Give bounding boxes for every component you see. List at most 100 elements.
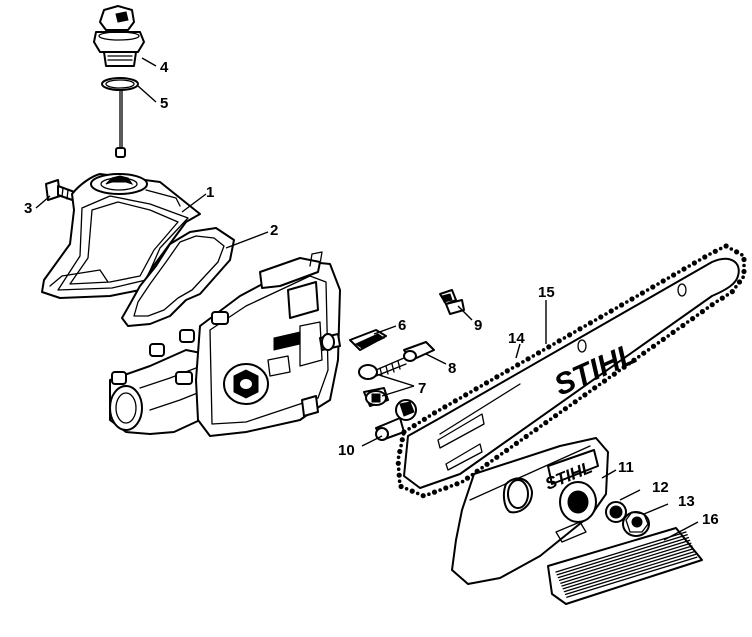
chain-link (396, 455, 401, 460)
chain-link (740, 253, 744, 257)
chain-link (552, 342, 556, 346)
callout-1: 1 (206, 184, 214, 201)
chain-link (431, 410, 438, 416)
chain-link (592, 385, 598, 391)
chain-link (627, 361, 631, 366)
chain-link (699, 309, 706, 315)
chain-link (690, 316, 696, 322)
chain-link (702, 254, 708, 260)
chain-link (417, 420, 422, 425)
guard-stripe (557, 536, 690, 579)
chain-link (715, 299, 719, 304)
chain-link (504, 368, 510, 374)
callout-3: 3 (24, 200, 32, 217)
chain-link (396, 472, 402, 478)
chain-link (421, 416, 427, 422)
chain-link (519, 438, 524, 442)
callout-7: 7 (418, 380, 426, 397)
chain-link (646, 348, 651, 352)
guard-stripe (555, 531, 687, 573)
gasket-part-2 (121, 227, 235, 327)
chain-link (666, 334, 670, 338)
callout-labels: 1 2 3 4 5 6 7 8 9 10 11 12 13 14 15 16 (24, 59, 719, 528)
chain-link (578, 396, 582, 401)
chain-link (494, 374, 500, 380)
chain-link (494, 454, 500, 460)
chain-link (729, 247, 734, 251)
chain-link (629, 296, 635, 302)
guard-stripe (556, 534, 688, 576)
guard-stripe (560, 542, 692, 584)
guard-stripe (566, 556, 698, 598)
chain-link (399, 437, 405, 443)
chain-link (442, 404, 448, 410)
chain-link (656, 341, 661, 345)
chain-link (645, 288, 650, 292)
chain-link (671, 272, 677, 278)
tensioner-screw-part-7 (358, 357, 407, 407)
slide-part-8 (403, 341, 435, 362)
oil-cap-part-4 (93, 5, 145, 67)
chain-link (473, 386, 479, 392)
chain-link (553, 413, 559, 419)
chain-link (718, 246, 723, 251)
chain-link (399, 443, 403, 448)
chain-link (725, 293, 730, 297)
chain-link (712, 248, 718, 254)
guard-plate-part-16 (547, 527, 703, 605)
chain-link (515, 362, 521, 368)
chain-link (660, 336, 666, 342)
sprocket-cover-part-11: STIHL (451, 437, 609, 585)
callout-16: 16 (702, 511, 719, 528)
chain-link (504, 447, 510, 453)
chain-link (431, 489, 438, 495)
chain-link (558, 410, 563, 415)
chain-link (631, 357, 637, 363)
guard-stripe (563, 550, 696, 593)
chain-link (736, 279, 743, 285)
chain-link (660, 278, 666, 284)
chain-link (483, 380, 490, 386)
chain-link (449, 484, 454, 488)
chain-link (729, 289, 735, 295)
chain-link (523, 433, 529, 440)
chain-link (397, 479, 402, 484)
chain-link (604, 312, 608, 316)
chain-link (460, 479, 465, 484)
chain-link (593, 318, 598, 322)
chain-link (484, 461, 490, 467)
chain-link (479, 384, 484, 388)
chain-link (420, 493, 426, 499)
chain-link (409, 488, 415, 494)
chain-link (641, 350, 647, 356)
chain-link (681, 266, 687, 272)
callout-9: 9 (474, 317, 482, 334)
chain-link (395, 460, 401, 466)
chain-link (556, 338, 562, 344)
chain-link (708, 252, 712, 256)
chain-link (637, 354, 641, 359)
chain-link (438, 488, 442, 492)
chain-link (448, 402, 452, 406)
chain-link (404, 487, 409, 491)
nut-part-9 (439, 289, 465, 315)
chain-link (742, 263, 746, 268)
chain-link (741, 268, 747, 275)
chain-link (687, 264, 691, 268)
guard-stripe (564, 553, 697, 596)
oil-tank-part-1 (41, 173, 201, 299)
chain-link (510, 366, 515, 370)
chain-link (525, 356, 531, 362)
callout-11: 11 (618, 459, 634, 476)
callout-5: 5 (160, 95, 168, 112)
chain-link (489, 378, 494, 382)
chain-link (677, 270, 681, 274)
callout-6: 6 (398, 317, 406, 334)
chain-link (650, 343, 657, 349)
chain-link (500, 372, 504, 376)
chain-link (680, 322, 686, 329)
chain-link (567, 332, 573, 338)
chain-link (480, 465, 484, 470)
gearbox-housing (109, 251, 341, 437)
